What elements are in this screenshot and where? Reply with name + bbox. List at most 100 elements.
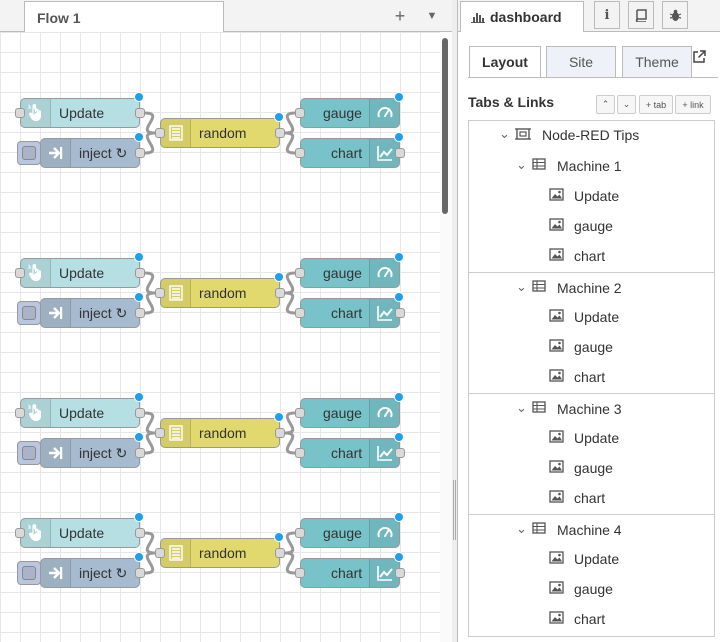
add-flow-button[interactable]: + xyxy=(388,4,412,28)
random-node[interactable]: random xyxy=(155,412,285,448)
expand-all-button[interactable]: ⌃ xyxy=(596,95,615,114)
inject-node[interactable]: inject ↻ xyxy=(17,132,145,168)
input-port[interactable] xyxy=(295,308,305,318)
output-port[interactable] xyxy=(135,148,145,158)
output-port[interactable] xyxy=(275,428,285,438)
output-port[interactable] xyxy=(275,548,285,558)
tab-info[interactable]: i xyxy=(594,1,620,29)
input-port[interactable] xyxy=(295,528,305,538)
input-port[interactable] xyxy=(155,548,165,558)
wire[interactable] xyxy=(284,551,296,575)
tree-widget-gauge[interactable]: gauge xyxy=(469,574,714,604)
random-node[interactable]: random xyxy=(155,112,285,148)
wire[interactable] xyxy=(284,291,296,315)
tree-widget-gauge[interactable]: gauge xyxy=(469,211,714,241)
input-port[interactable] xyxy=(295,448,305,458)
output-port[interactable] xyxy=(395,448,405,458)
random-node[interactable]: random xyxy=(155,272,285,308)
tree-widget-chart[interactable]: chart xyxy=(469,362,714,392)
input-port[interactable] xyxy=(15,108,25,118)
tree-tab-node-red-tips[interactable]: ⌄Node-RED Tips xyxy=(469,121,714,150)
output-port[interactable] xyxy=(135,308,145,318)
wire[interactable] xyxy=(144,111,156,135)
wire[interactable] xyxy=(144,431,156,455)
output-port[interactable] xyxy=(275,288,285,298)
chevron-down-icon[interactable]: ⌄ xyxy=(516,521,527,536)
tree-widget-chart[interactable]: chart xyxy=(469,483,714,513)
input-port[interactable] xyxy=(295,268,305,278)
output-port[interactable] xyxy=(135,568,145,578)
splitter-grip[interactable] xyxy=(453,480,456,540)
inject-trigger-button[interactable] xyxy=(17,141,41,165)
tree-widget-update[interactable]: Update xyxy=(469,544,714,574)
input-port[interactable] xyxy=(15,268,25,278)
update-node[interactable]: Update xyxy=(15,92,145,128)
tree-group[interactable]: ⌄Machine 4 xyxy=(469,514,714,544)
input-port[interactable] xyxy=(295,408,305,418)
input-port[interactable] xyxy=(295,568,305,578)
output-port[interactable] xyxy=(135,448,145,458)
wire[interactable] xyxy=(284,531,296,555)
tree-widget-update[interactable]: Update xyxy=(469,423,714,453)
gauge-node[interactable]: gauge xyxy=(295,92,404,128)
tree-widget-gauge[interactable]: gauge xyxy=(469,332,714,362)
input-port[interactable] xyxy=(295,108,305,118)
wire[interactable] xyxy=(144,411,156,435)
workspace-scrollbar[interactable] xyxy=(440,32,452,642)
tree-group[interactable]: ⌄Machine 1 xyxy=(469,151,714,181)
subtab-theme[interactable]: Theme xyxy=(622,46,692,78)
flow-menu-button[interactable]: ▼ xyxy=(420,4,444,28)
sidebar-splitter[interactable] xyxy=(452,0,458,642)
input-port[interactable] xyxy=(295,148,305,158)
chevron-down-icon[interactable]: ⌄ xyxy=(516,400,527,415)
input-port[interactable] xyxy=(15,528,25,538)
chart-node[interactable]: chart xyxy=(295,432,405,468)
input-port[interactable] xyxy=(155,428,165,438)
open-dashboard-link[interactable] xyxy=(692,50,706,68)
add-link-button[interactable]: + link xyxy=(675,95,711,114)
tree-widget-gauge[interactable]: gauge xyxy=(469,453,714,483)
tree-widget-chart[interactable]: chart xyxy=(469,604,714,634)
random-node[interactable]: random xyxy=(155,532,285,568)
chart-node[interactable]: chart xyxy=(295,132,405,168)
gauge-node[interactable]: gauge xyxy=(295,252,404,288)
chevron-down-icon[interactable]: ⌄ xyxy=(516,157,527,172)
subtab-layout[interactable]: Layout xyxy=(469,46,541,78)
chart-node[interactable]: chart xyxy=(295,292,405,328)
wire[interactable] xyxy=(284,411,296,435)
collapse-all-button[interactable]: ⌄ xyxy=(617,95,636,114)
output-port[interactable] xyxy=(135,528,145,538)
subtab-site[interactable]: Site xyxy=(546,46,616,78)
update-node[interactable]: Update xyxy=(15,512,145,548)
output-port[interactable] xyxy=(395,568,405,578)
chevron-down-icon[interactable]: ⌄ xyxy=(499,126,510,141)
output-port[interactable] xyxy=(135,268,145,278)
tab-debug[interactable] xyxy=(662,1,688,29)
wire[interactable] xyxy=(284,131,296,155)
wire[interactable] xyxy=(144,531,156,555)
wire[interactable] xyxy=(144,271,156,295)
tree-widget-chart[interactable]: chart xyxy=(469,241,714,271)
output-port[interactable] xyxy=(135,408,145,418)
add-tab-button[interactable]: + tab xyxy=(639,95,673,114)
output-port[interactable] xyxy=(395,308,405,318)
wire[interactable] xyxy=(284,271,296,295)
tree-group[interactable]: ⌄Machine 2 xyxy=(469,272,714,302)
input-port[interactable] xyxy=(155,288,165,298)
update-node[interactable]: Update xyxy=(15,252,145,288)
wire[interactable] xyxy=(144,131,156,155)
tree-widget-update[interactable]: Update xyxy=(469,181,714,211)
inject-node[interactable]: inject ↻ xyxy=(17,552,145,588)
inject-trigger-button[interactable] xyxy=(17,561,41,585)
tree-group[interactable]: ⌄Machine 3 xyxy=(469,393,714,423)
wire[interactable] xyxy=(144,551,156,575)
output-port[interactable] xyxy=(395,148,405,158)
output-port[interactable] xyxy=(135,108,145,118)
wire[interactable] xyxy=(144,291,156,315)
output-port[interactable] xyxy=(275,128,285,138)
chevron-down-icon[interactable]: ⌄ xyxy=(516,279,527,294)
input-port[interactable] xyxy=(15,408,25,418)
gauge-node[interactable]: gauge xyxy=(295,512,404,548)
tab-dashboard[interactable]: dashboard xyxy=(460,1,584,32)
